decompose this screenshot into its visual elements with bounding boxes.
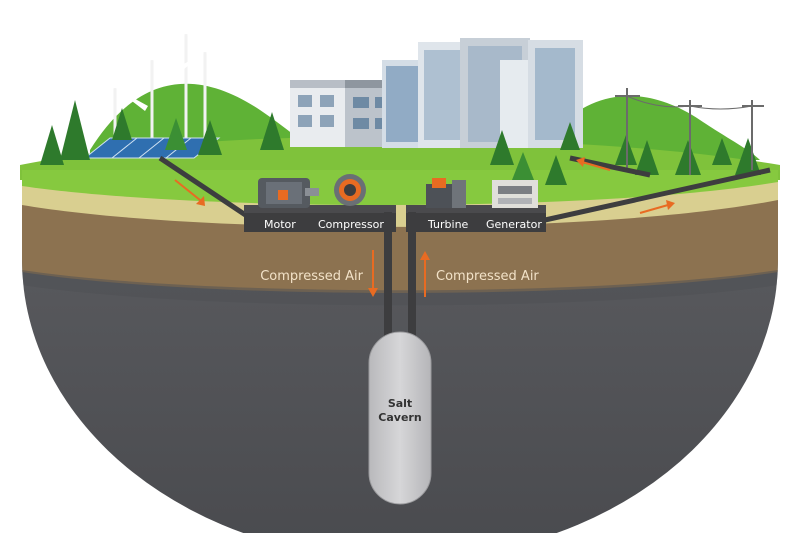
compressor-icon [334,174,366,206]
building-icon [290,38,583,148]
machinery-frame [244,205,546,232]
generator-icon [492,180,538,208]
wind-turbine-icon [82,0,235,150]
flow-arrows [174,157,675,297]
turbine-label: Turbine [427,218,469,231]
compressed-air-in-label: Compressed Air [260,269,363,284]
solar-panel-icon [83,137,221,159]
compressed-air-out-label: Compressed Air [436,269,539,284]
generator-label: Generator [486,218,542,231]
topsoil-layer [22,180,778,227]
cavern-label-line1: Salt [388,397,412,410]
turbine-icon [426,178,466,208]
compressor-label: Compressor [318,218,384,231]
power-pole-icon [615,88,764,175]
labels: Motor Compressor Turbine Generator Compr… [260,218,542,424]
well-pipes [384,212,416,344]
cavern-label-line2: Cavern [378,411,421,424]
motor-icon [258,178,319,208]
motor-label: Motor [264,218,296,231]
salt-cavern [368,331,432,505]
